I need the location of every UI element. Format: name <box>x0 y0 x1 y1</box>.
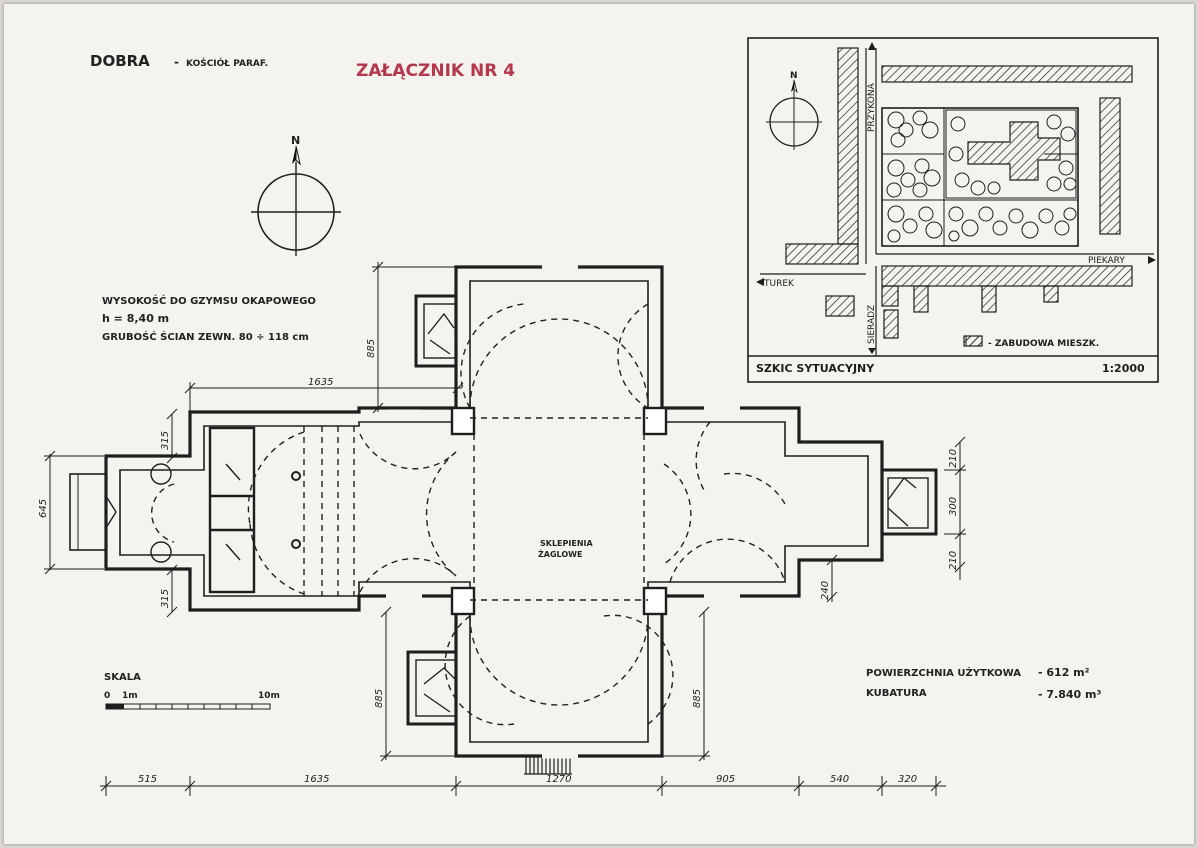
scale-ten: 10m <box>258 691 280 701</box>
scale-bar: SKALA 0 1m 10m <box>104 672 280 710</box>
volume-label: KUBATURA <box>866 688 927 699</box>
plan-inner-wall <box>119 280 869 743</box>
dim-210-bottom: 210 <box>948 551 959 570</box>
scale-one: 1m <box>122 691 138 701</box>
scale-zero: 0 <box>104 691 110 701</box>
header-separator: - <box>174 55 179 69</box>
height-label: WYSOKOŚĆ DO GZYMSU OKAPOWEGO <box>102 294 316 307</box>
dim-300: 300 <box>948 497 959 516</box>
dim-bottom-320: 320 <box>898 774 917 785</box>
dim-bottom-515: 515 <box>138 774 157 785</box>
dim-1635-top: 1635 <box>308 377 333 388</box>
header-object: KOŚCIÓŁ PARAF. <box>186 57 268 69</box>
header-place: DOBRA <box>90 52 150 70</box>
dimension-lines: 1635 885 315 645 315 885 <box>38 261 966 796</box>
scale-title: SKALA <box>104 672 141 683</box>
dim-bottom-540: 540 <box>830 774 849 785</box>
height-value: h = 8,40 m <box>102 312 169 325</box>
vault-label-1: SKLEPIENIA <box>540 539 594 548</box>
dim-bottom-1635: 1635 <box>304 774 329 785</box>
dim-bottom-1270: 1270 <box>546 774 571 785</box>
site-scale: 1:2000 <box>1102 362 1145 375</box>
legend-label: - ZABUDOWA MIESZK. <box>988 339 1099 349</box>
street-sieradz: SIERADZ <box>867 305 877 344</box>
wall-thickness: GRUBOŚĆ ŚCIAN ZEWN. 80 ÷ 118 cm <box>102 330 309 343</box>
usable-area-value: - 612 m² <box>1038 666 1090 679</box>
dim-210-top: 210 <box>948 449 959 468</box>
north-label: N <box>291 134 300 147</box>
volume-value: - 7.840 m³ <box>1038 688 1101 701</box>
drawing-sheet: DOBRA - KOŚCIÓŁ PARAF. ZAŁĄCZNIK NR 4 N … <box>4 4 1194 844</box>
vault-label-2: ŻAGLOWE <box>538 549 582 559</box>
usable-area-label: POWIERZCHNIA UŻYTKOWA <box>866 665 1021 679</box>
dim-885-top: 885 <box>366 339 377 358</box>
legend-hatch-swatch <box>965 335 983 347</box>
dim-885-bottom-right: 885 <box>692 689 703 708</box>
dim-bottom-905: 905 <box>716 774 735 785</box>
north-arrow-icon: N <box>251 134 341 256</box>
dim-645: 645 <box>38 499 49 518</box>
site-north-label: N <box>790 71 798 81</box>
site-sketch: N <box>747 37 1159 383</box>
street-turek: TUREK <box>763 279 795 289</box>
dim-315-top: 315 <box>160 431 171 450</box>
street-piekary: PIEKARY <box>1088 256 1125 266</box>
dim-315-bottom: 315 <box>160 589 171 608</box>
dim-240: 240 <box>820 581 831 600</box>
dim-885-bottom-left: 885 <box>374 689 385 708</box>
church-plan-drawing: DOBRA - KOŚCIÓŁ PARAF. ZAŁĄCZNIK NR 4 N … <box>38 37 1159 796</box>
site-title: SZKIC SYTUACYJNY <box>756 362 875 375</box>
attachment-title: ZAŁĄCZNIK NR 4 <box>356 61 515 81</box>
site-north-arrow-icon: N <box>766 71 822 150</box>
street-przykona: PRZYKONA <box>867 82 877 132</box>
